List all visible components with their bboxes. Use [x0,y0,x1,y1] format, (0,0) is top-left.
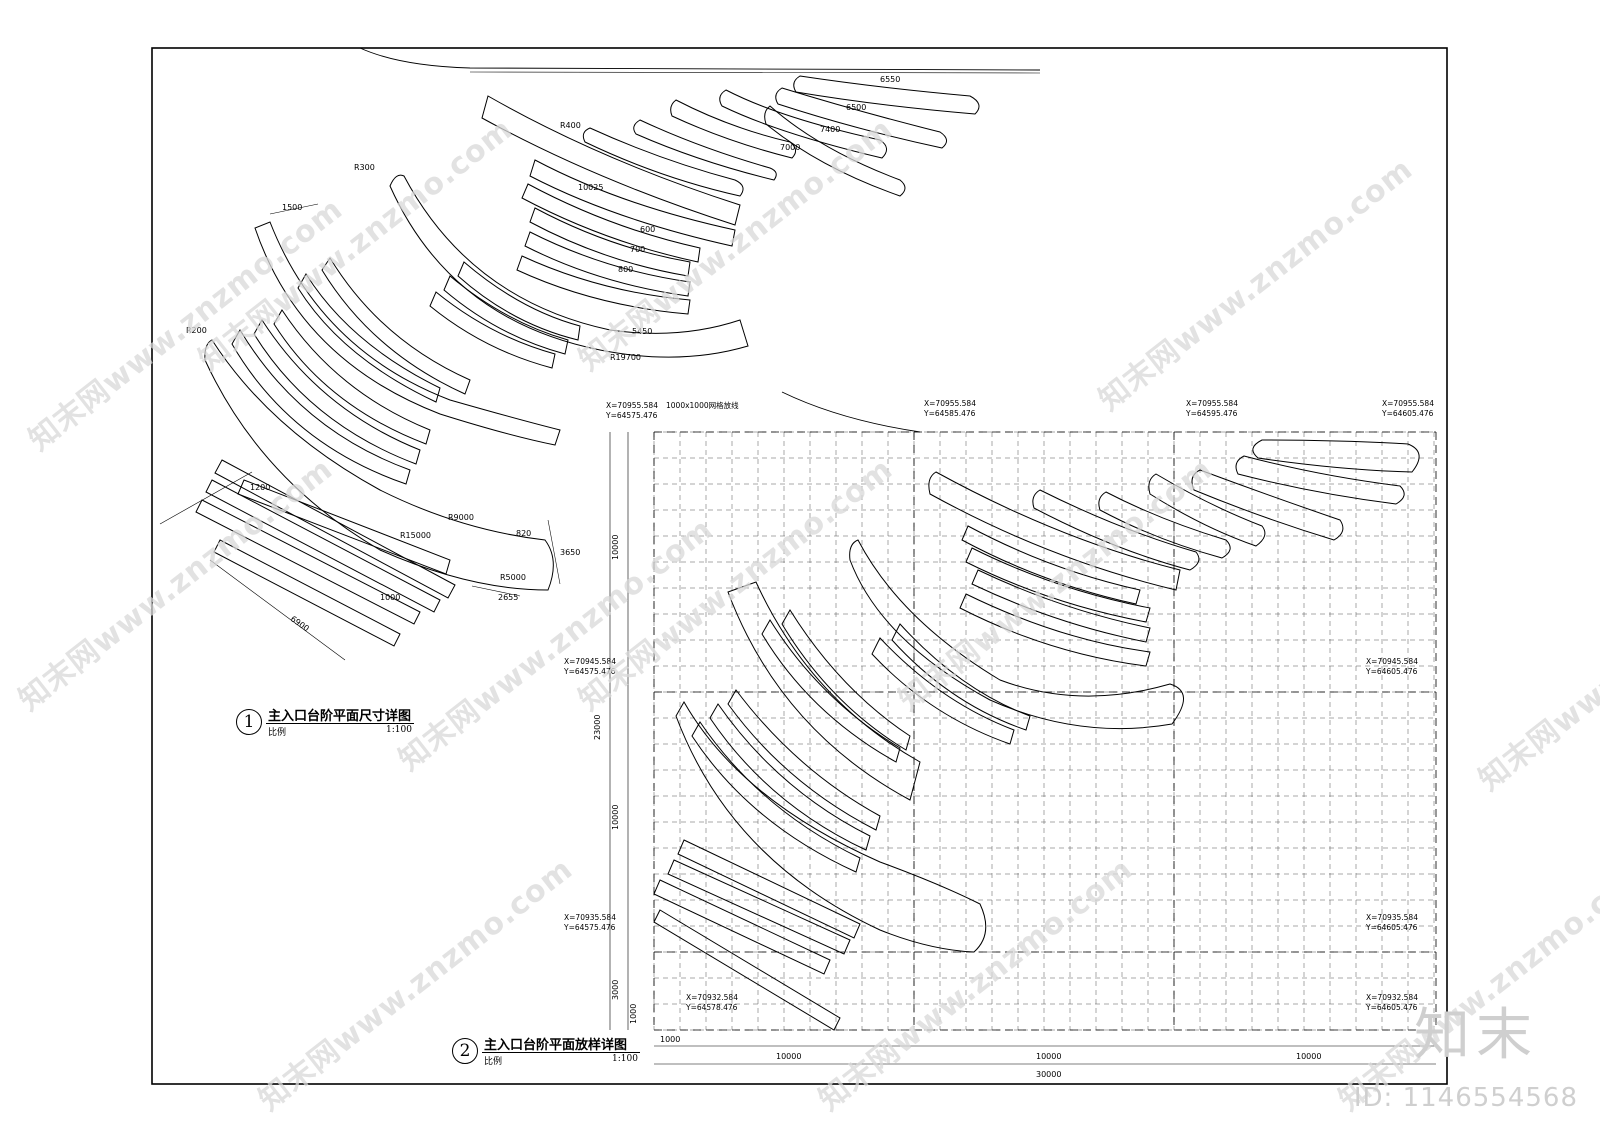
drawing-1-scale: 1:100 [386,725,412,735]
svg-text:X=70955.584: X=70955.584 [1186,399,1238,408]
svg-text:X=70945.584: X=70945.584 [1366,657,1418,666]
drawing-2-scale: 1:100 [612,1054,638,1064]
svg-text:1000x1000网格放线: 1000x1000网格放线 [666,400,739,410]
svg-text:Y=64575.476: Y=64575.476 [563,667,616,676]
grid-major-lines [653,431,1437,1031]
svg-text:10000: 10000 [1036,1052,1061,1061]
svg-text:Y=64595.476: Y=64595.476 [1185,409,1238,418]
drawing-1-scale-label: 比例 [268,728,287,738]
svg-text:6900: 6900 [289,614,311,633]
svg-text:1000: 1000 [380,593,400,602]
brand-logo: 知末 [1414,1003,1538,1068]
drawing-2-title-rule [482,1052,640,1053]
svg-text:R15000: R15000 [400,531,431,540]
setting-out-grid [653,431,1436,1031]
svg-text:7400: 7400 [820,125,840,134]
drawing-2-title-block: 2 主入口台阶平面放样详图 比例 1:100 [452,1034,642,1074]
svg-text:30000: 30000 [1036,1070,1061,1079]
drawing-1-title-block: 1 主入口台阶平面尺寸详图 比例 1:100 [236,705,416,745]
drawing-2-dimensions: 1000 10000 10000 10000 30000 10000 23000… [593,535,1321,1079]
svg-text:600: 600 [640,225,655,234]
svg-text:R300: R300 [354,163,375,172]
boundary-curve-mid [781,391,921,433]
drawing-2-annotations: 1000x1000网格放线 X=70955.584 Y=64575.476 X=… [563,399,1434,1012]
drawing-2-dim-lines [609,432,1436,1065]
svg-text:Y=64575.476: Y=64575.476 [563,923,616,932]
svg-text:5450: 5450 [632,327,652,336]
drawing-2-title: 主入口台阶平面放样详图 [484,1038,628,1053]
svg-text:R9000: R9000 [448,513,474,522]
svg-text:X=70955.584: X=70955.584 [1382,399,1434,408]
svg-text:1000: 1000 [660,1035,680,1044]
drawing-1-number: 1 [236,709,262,735]
svg-text:Y=64605.476: Y=64605.476 [1365,667,1418,676]
drawing-1-title-rule [266,723,414,724]
svg-text:10000: 10000 [776,1052,801,1061]
drawing-2-scale-label: 比例 [484,1057,503,1067]
svg-text:X=70932.584: X=70932.584 [1366,993,1418,1002]
svg-text:Y=64585.476: Y=64585.476 [923,409,976,418]
svg-text:10000: 10000 [611,805,620,830]
svg-text:800: 800 [618,265,633,274]
svg-text:R400: R400 [560,121,581,130]
sheet-border [151,47,1448,1085]
drawing-1-dim-lines [159,203,561,661]
drawing-2-number: 2 [452,1038,478,1064]
svg-text:Y=64605.476: Y=64605.476 [1381,409,1434,418]
svg-text:10000: 10000 [611,535,620,560]
svg-text:Y=64605.476: Y=64605.476 [1365,1003,1418,1012]
svg-text:R5000: R5000 [500,573,526,582]
svg-text:6500: 6500 [846,103,866,112]
svg-text:1500: 1500 [282,203,302,212]
boundary-curve-top [359,47,1041,71]
drawing-2-steps [653,439,1420,1031]
svg-text:3000: 3000 [611,980,620,1000]
svg-text:10025: 10025 [578,183,603,192]
svg-text:10000: 10000 [1296,1052,1321,1061]
svg-text:R19700: R19700 [610,353,641,362]
svg-text:3650: 3650 [560,548,580,557]
svg-text:700: 700 [630,245,645,254]
svg-text:X=70945.584: X=70945.584 [564,657,616,666]
drawing-1-steps [195,75,980,647]
svg-text:Y=64605.476: Y=64605.476 [1365,923,1418,932]
svg-text:7000: 7000 [780,143,800,152]
id-tag: ID: 1146554568 [1353,1083,1578,1113]
svg-text:820: 820 [516,529,531,538]
svg-text:1000: 1000 [629,1004,638,1024]
svg-text:Y=64578.476: Y=64578.476 [685,1003,738,1012]
svg-text:2655: 2655 [498,593,518,602]
boundary-curve-top-2 [469,71,1041,74]
svg-text:R200: R200 [186,326,207,335]
drawing-1-title: 主入口台阶平面尺寸详图 [268,709,412,724]
svg-text:1200: 1200 [250,483,270,492]
svg-text:6550: 6550 [880,75,900,84]
svg-text:Y=64575.476: Y=64575.476 [605,411,658,420]
svg-text:X=70955.584: X=70955.584 [606,401,658,410]
svg-text:X=70935.584: X=70935.584 [1366,913,1418,922]
svg-text:X=70955.584: X=70955.584 [924,399,976,408]
svg-text:X=70935.584: X=70935.584 [564,913,616,922]
svg-text:X=70932.584: X=70932.584 [686,993,738,1002]
svg-text:23000: 23000 [593,715,602,740]
